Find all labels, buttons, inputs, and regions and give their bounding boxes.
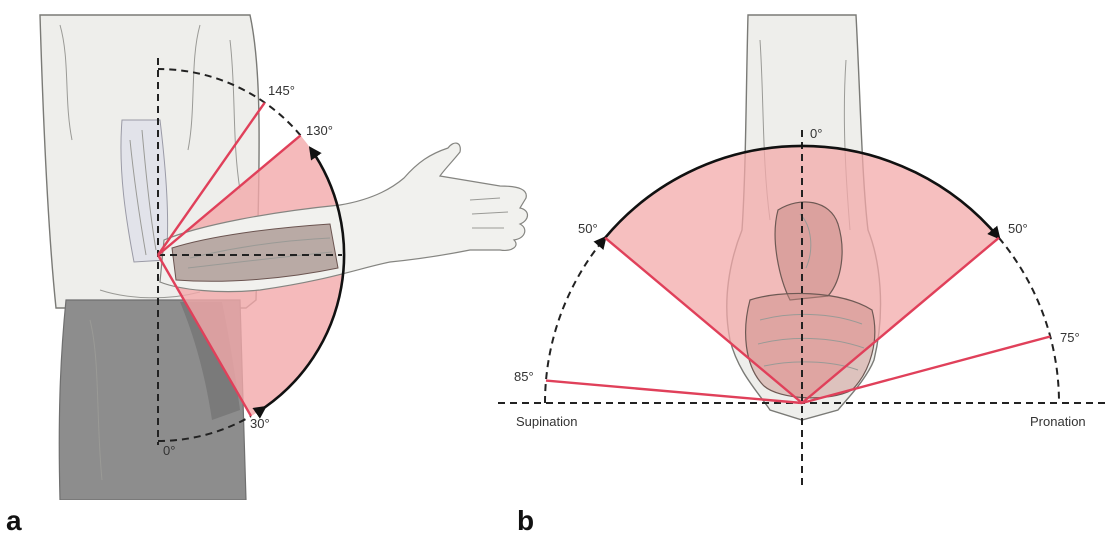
angle-label-30: 30°	[250, 416, 270, 431]
angle-label-0-top: 0°	[810, 126, 822, 141]
panel-b-pronation-supination: 0° 50° 50° 85° 75° Supination Pronation	[498, 15, 1108, 490]
panel-label-b: b	[517, 505, 534, 536]
angle-label-130: 130°	[306, 123, 333, 138]
supination-label: Supination	[516, 414, 577, 429]
angle-label-145: 145°	[268, 83, 295, 98]
angle-label-75: 75°	[1060, 330, 1080, 345]
angle-label-85: 85°	[514, 369, 534, 384]
angle-label-50-left: 50°	[578, 221, 598, 236]
panel-label-a: a	[6, 505, 22, 536]
angle-label-50-right: 50°	[1008, 221, 1028, 236]
panel-a-elbow-flexion: 145° 130° 30° 0°	[40, 15, 528, 500]
dashed-semicircle-right	[999, 238, 1059, 403]
pronation-label: Pronation	[1030, 414, 1086, 429]
angle-label-0: 0°	[163, 443, 175, 458]
dashed-semicircle-left	[545, 238, 605, 403]
